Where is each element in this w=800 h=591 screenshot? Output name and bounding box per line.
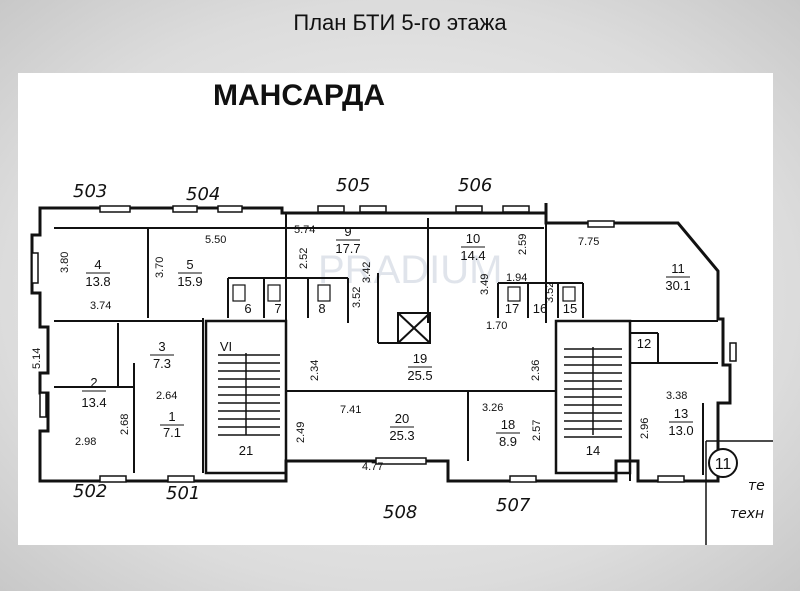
dim-3-52-a: 3.52 — [351, 287, 363, 308]
room-3-num: 3 — [158, 339, 165, 354]
dim-3-49: 3.49 — [479, 274, 491, 295]
room-11-num: 11 — [671, 261, 685, 276]
apartment-numbers: 503 504 505 506 502 501 508 507 — [73, 175, 531, 523]
dim-3-74: 3.74 — [90, 300, 111, 312]
apartment-502: 502 — [73, 481, 107, 502]
elevator-shaft — [397, 312, 431, 344]
dim-2-98: 2.98 — [75, 436, 96, 448]
room-6-num: 6 — [244, 301, 251, 316]
windows — [31, 205, 737, 483]
dim-5-14: 5.14 — [31, 348, 43, 369]
stairwell-left — [204, 319, 288, 475]
room-20-num: 20 — [395, 411, 409, 426]
room-1-area: 7.1 — [163, 425, 181, 440]
room-7-num: 7 — [274, 301, 281, 316]
room-9-area: 17.7 — [335, 241, 360, 256]
room-2-area: 13.4 — [81, 395, 106, 410]
room-10-num: 10 — [466, 231, 480, 246]
dim-2-64: 2.64 — [156, 390, 177, 402]
dim-5-50: 5.50 — [205, 234, 226, 246]
dimension-labels: 3.80 3.74 3.70 5.50 5.74 2.52 3.42 3.52 … — [31, 224, 687, 473]
dim-3-42: 3.42 — [361, 262, 373, 283]
dim-3-26: 3.26 — [482, 402, 503, 414]
room-18-area: 8.9 — [499, 434, 517, 449]
room-10-area: 14.4 — [460, 248, 485, 263]
apartment-508: 508 — [383, 502, 417, 523]
dim-2-52: 2.52 — [298, 248, 310, 269]
apartment-504: 504 — [186, 184, 220, 205]
floor-plan-drawing: PRADIUM МАНСАРДА 503 504 505 506 502 501… — [30, 79, 773, 545]
room-20-area: 25.3 — [389, 428, 414, 443]
apartment-506: 506 — [458, 175, 492, 196]
room-5-area: 15.9 — [177, 274, 202, 289]
room-21-num: 21 — [239, 443, 253, 458]
apartment-507: 507 — [496, 495, 531, 516]
apartment-505: 505 — [336, 175, 370, 196]
dim-2-36: 2.36 — [530, 360, 542, 381]
dim-2-96: 2.96 — [639, 418, 651, 439]
slide-title: План БТИ 5-го этажа — [293, 10, 507, 35]
room-4-area: 13.8 — [85, 274, 110, 289]
dim-4-77: 4.77 — [362, 461, 383, 473]
dim-2-34: 2.34 — [309, 360, 321, 381]
room-16-num: 16 — [533, 301, 547, 316]
dim-7-41: 7.41 — [340, 404, 361, 416]
room-19-num: 19 — [413, 351, 427, 366]
side-text-2: техн — [730, 506, 764, 522]
room-14-num: 14 — [586, 443, 600, 458]
dim-3-38: 3.38 — [666, 390, 687, 402]
room-labels: 4 13.8 5 15.9 6 7 8 9 17.7 10 14.4 11 30… — [81, 224, 693, 458]
room-11-area: 30.1 — [665, 278, 690, 293]
room-15-num: 15 — [563, 301, 577, 316]
room-18-num: 18 — [501, 417, 515, 432]
room-13-area: 13.0 — [668, 423, 693, 438]
room-4-num: 4 — [94, 257, 101, 272]
room-13-num: 13 — [674, 406, 688, 421]
axis-marker-label: 11 — [715, 456, 732, 473]
dim-5-74: 5.74 — [294, 224, 315, 236]
plan-heading: МАНСАРДА — [213, 79, 385, 112]
room-3-area: 7.3 — [153, 356, 171, 371]
stair-mark: VI — [220, 339, 232, 354]
sanitary-fixtures — [232, 284, 576, 302]
dim-2-57: 2.57 — [531, 420, 543, 441]
dim-3-80: 3.80 — [59, 252, 71, 273]
axis-marker: 11 — [705, 440, 773, 545]
room-17-num: 17 — [505, 301, 519, 316]
dim-3-70: 3.70 — [154, 257, 166, 278]
stairwell-right — [554, 319, 632, 475]
room-9-num: 9 — [344, 224, 351, 239]
floor-plan: PRADIUM МАНСАРДА 503 504 505 506 502 501… — [18, 73, 773, 545]
dim-2-49: 2.49 — [295, 422, 307, 443]
outer-walls — [30, 203, 732, 483]
room-8-num: 8 — [318, 301, 325, 316]
room-1-num: 1 — [168, 409, 175, 424]
apartment-501: 501 — [166, 483, 200, 504]
room-2-num: 2 — [90, 375, 97, 390]
dim-1-94: 1.94 — [506, 272, 527, 284]
dim-3-52-b: 3.52 — [544, 282, 556, 303]
side-text-1: те — [748, 478, 765, 494]
dim-2-59: 2.59 — [517, 234, 529, 255]
dim-2-68: 2.68 — [119, 414, 131, 435]
dim-7-75: 7.75 — [578, 236, 599, 248]
apartment-503: 503 — [73, 181, 107, 202]
room-5-num: 5 — [186, 257, 193, 272]
dim-1-70: 1.70 — [486, 320, 507, 332]
room-12-num: 12 — [637, 336, 651, 351]
room-19-area: 25.5 — [407, 368, 432, 383]
